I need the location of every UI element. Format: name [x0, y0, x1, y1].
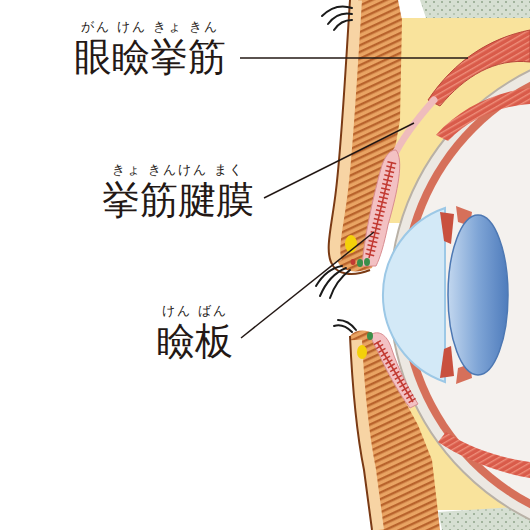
rectus-muscle [438, 432, 530, 478]
leader-line [264, 123, 414, 198]
lens [448, 215, 508, 375]
levator-muscle [428, 30, 530, 106]
part-name: 挙筋腱膜 [102, 181, 254, 219]
gland [351, 259, 356, 265]
gland [357, 345, 367, 359]
hair [322, 6, 352, 16]
meibomian-gland [377, 342, 413, 402]
furigana: けん ばん [162, 304, 228, 317]
bone [420, 0, 530, 18]
orbicularis-muscle [350, 330, 440, 530]
hair [328, 13, 352, 24]
tarsus [362, 150, 400, 266]
leader-line [240, 57, 468, 59]
meibomian-gland [369, 162, 392, 258]
lash [330, 270, 350, 298]
label-anchor: 瞼板 [157, 322, 233, 360]
iris [440, 346, 454, 378]
rectus-muscle [436, 88, 530, 141]
eyebrow-hairs [322, 6, 352, 30]
lash [338, 320, 356, 330]
skin-outline [329, 0, 370, 274]
lash [334, 325, 352, 332]
skin-outline [350, 336, 372, 530]
meibomian-gland [377, 342, 413, 402]
label-anchor: 挙筋腱膜 [102, 181, 254, 219]
skin [356, 340, 378, 530]
gland [364, 258, 370, 266]
leader-lines [240, 58, 468, 338]
iris [440, 212, 454, 244]
skin [334, 0, 356, 262]
eyelashes [316, 266, 356, 332]
furigana: がん けん きょ きん [81, 20, 219, 33]
part-name: 眼瞼挙筋 [74, 38, 226, 76]
hair [334, 20, 352, 30]
gland [367, 332, 373, 340]
label-anchor: けん ばん [162, 304, 228, 317]
label-anchor: きょ きんけん まく [112, 163, 244, 176]
furigana: きょ きんけん まく [112, 163, 244, 176]
label-anchor: 眼瞼挙筋 [74, 38, 226, 76]
meibomian-gland [369, 162, 392, 258]
gland [357, 259, 363, 267]
tarsus [371, 333, 418, 408]
label-anchor: がん けん きょ きん [81, 20, 219, 33]
leader-line [241, 232, 374, 338]
part-name: 瞼板 [157, 322, 233, 360]
